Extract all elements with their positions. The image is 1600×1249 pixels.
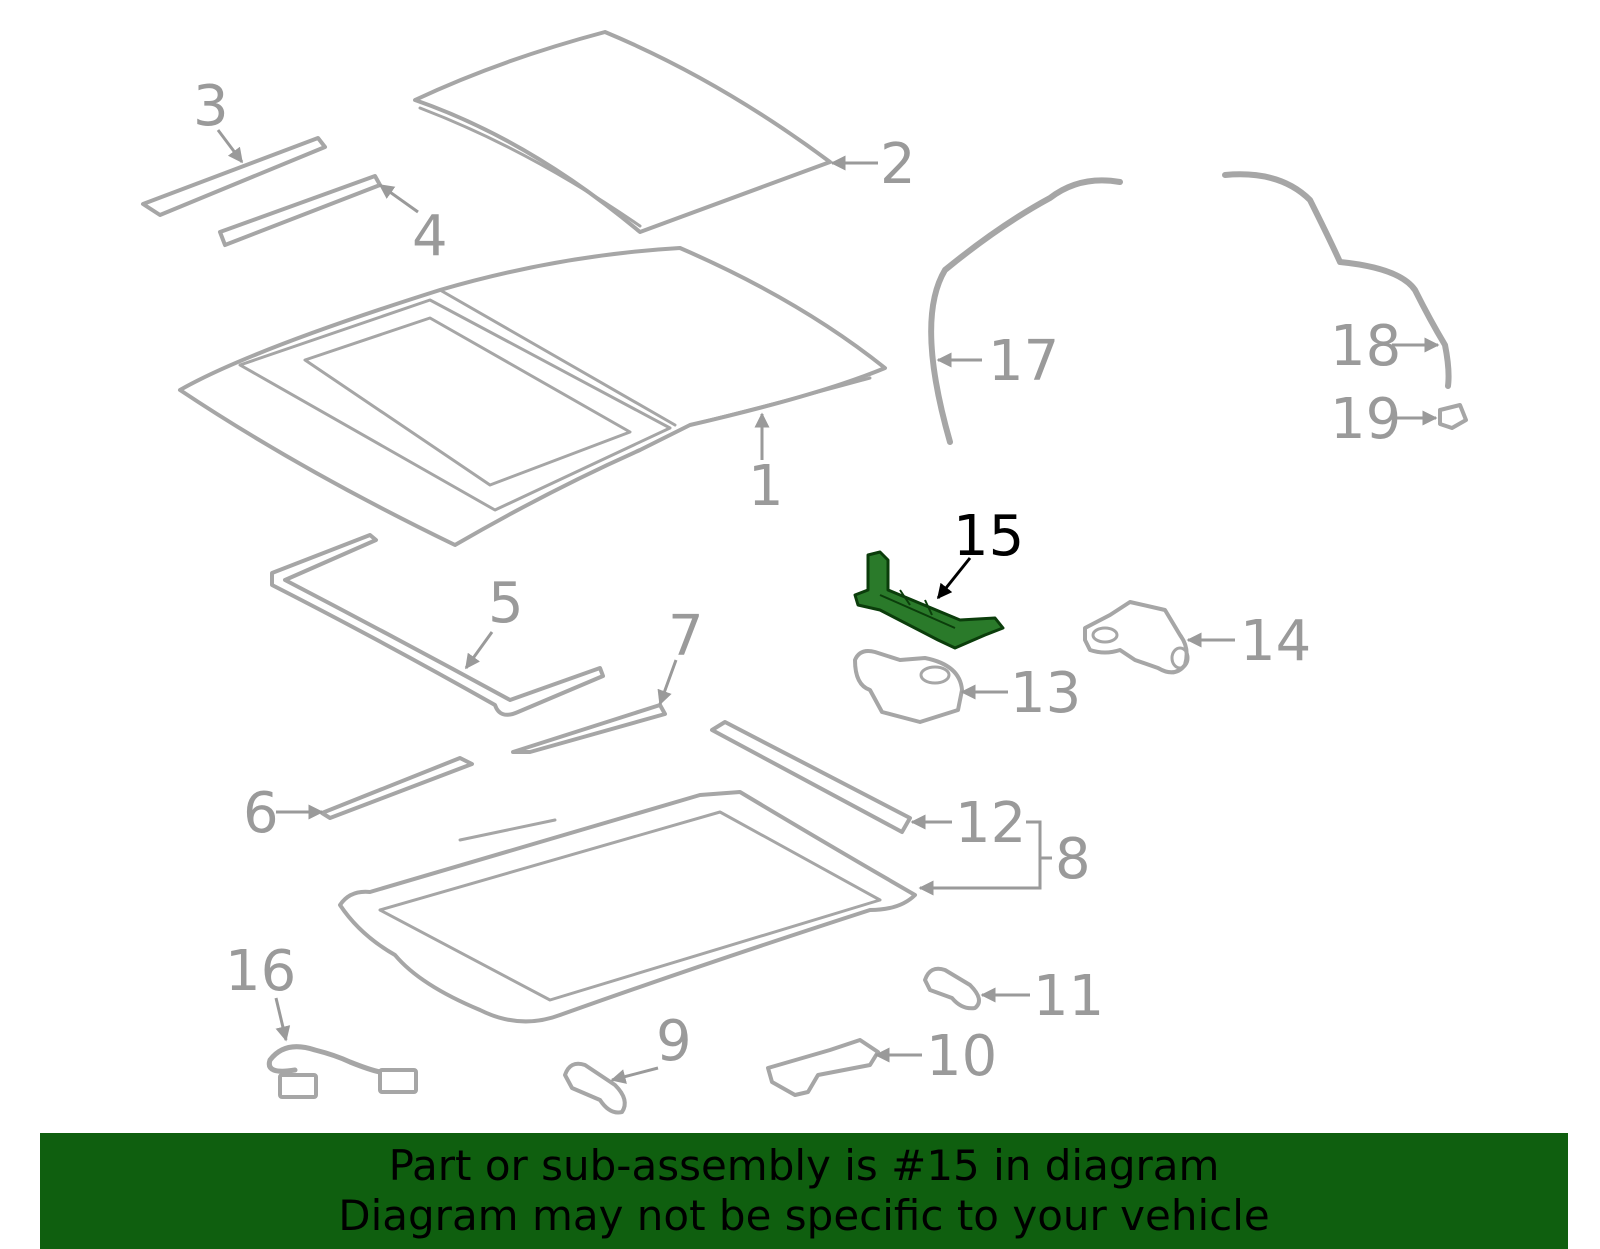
callout-19: 19	[1330, 387, 1401, 452]
callout-12: 12	[955, 791, 1026, 856]
callout-8: 8	[1055, 827, 1091, 892]
callout-11: 11	[1033, 964, 1104, 1029]
callout-4: 4	[412, 204, 448, 269]
callout-13: 13	[1010, 661, 1081, 726]
part-9-bracket[interactable]	[563, 1061, 627, 1115]
callout-labels: 1 2 3 4 5 6 7 8 9 10 11 12 13 14 15 16 1…	[193, 74, 1401, 1089]
callout-15-highlighted: 15	[953, 504, 1024, 569]
part-16-wire-harness[interactable]	[266, 1044, 418, 1099]
callout-6: 6	[243, 781, 279, 846]
part-2-glass-panel[interactable]	[413, 30, 832, 234]
part-1-roof-panel[interactable]	[178, 246, 887, 547]
part-11-bracket[interactable]	[923, 966, 981, 1011]
part-5-frame[interactable]	[270, 533, 605, 717]
callout-1: 1	[748, 454, 784, 519]
part-4-strip[interactable]	[218, 174, 382, 247]
banner-line-2: Diagram may not be specific to your vehi…	[338, 1191, 1270, 1240]
part-6-strip[interactable]	[320, 756, 474, 820]
part-19-clip[interactable]	[1438, 403, 1468, 430]
part-7-strip[interactable]	[511, 703, 667, 754]
callout-14: 14	[1240, 609, 1311, 674]
callout-3: 3	[193, 74, 229, 139]
callout-10: 10	[926, 1024, 997, 1089]
part-8-frame-assembly[interactable]	[338, 790, 917, 1024]
part-10-bracket[interactable]	[766, 1038, 880, 1097]
banner-line-1: Part or sub-assembly is #15 in diagram	[388, 1141, 1220, 1190]
callout-7: 7	[668, 604, 704, 669]
part-13-motor[interactable]	[853, 649, 964, 724]
callout-17: 17	[988, 329, 1059, 394]
info-banner: Part or sub-assembly is #15 in diagram D…	[40, 1133, 1568, 1249]
part-14-motor[interactable]	[1083, 600, 1190, 675]
callout-5: 5	[488, 571, 524, 636]
part-3-strip[interactable]	[141, 136, 327, 217]
callout-9: 9	[656, 1009, 692, 1074]
callout-leaders	[216, 129, 1440, 1084]
callout-2: 2	[880, 132, 916, 197]
callout-16: 16	[225, 939, 296, 1004]
callout-18: 18	[1330, 314, 1401, 379]
part-17-seal[interactable]	[928, 177, 1123, 445]
part-12-sunshade[interactable]	[710, 720, 912, 834]
part-15-bracket-highlighted[interactable]	[853, 550, 1005, 650]
part-18-drain-hose[interactable]	[1222, 171, 1452, 389]
